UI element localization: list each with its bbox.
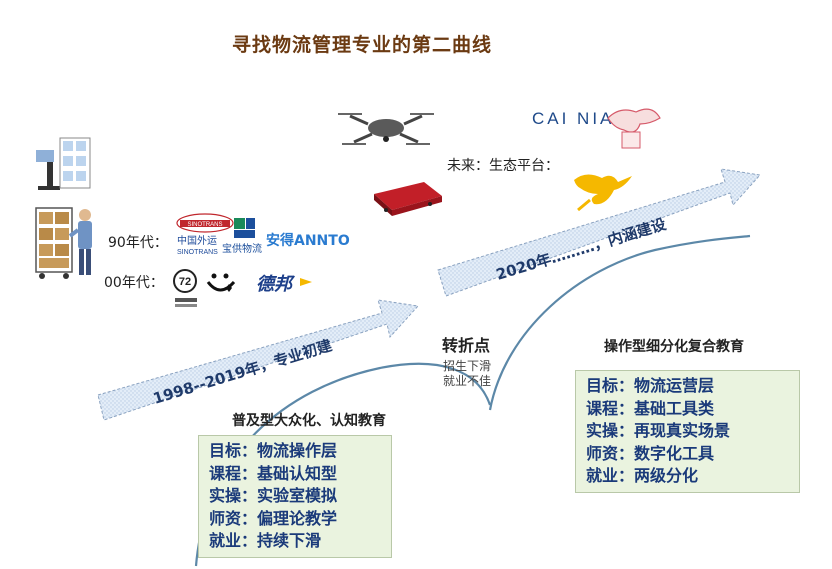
drone-icon bbox=[338, 113, 434, 145]
kangaroo-icon bbox=[574, 174, 632, 212]
info-row: 实操：实验室模拟 bbox=[209, 486, 338, 505]
first-stage-arrow bbox=[97, 299, 419, 421]
depon-logo: 德邦 bbox=[256, 274, 312, 295]
info-row: 课程：基础工具类 bbox=[586, 398, 715, 418]
cainiao-logo: CAI NIAO bbox=[532, 109, 631, 128]
svg-text:宝供物流: 宝供物流 bbox=[222, 242, 262, 255]
right-box-heading: 操作型细分化复合教育 bbox=[604, 339, 744, 355]
second-stage-arrow bbox=[437, 168, 761, 297]
second-curve bbox=[488, 234, 751, 411]
left-box-heading: 普及型大众化、认知教育 bbox=[232, 413, 386, 429]
info-row: 就业：持续下滑 bbox=[209, 531, 322, 550]
baogong-logo: 宝供物流 bbox=[222, 218, 262, 255]
warehouse-shelf-icon bbox=[36, 137, 91, 190]
svg-text:德邦: 德邦 bbox=[256, 274, 295, 295]
info-row: 课程：基础认知型 bbox=[209, 463, 338, 483]
svg-text:SINOTRANS: SINOTRANS bbox=[177, 249, 218, 256]
info-row: 目标：物流运营层 bbox=[586, 376, 715, 395]
agv-robot-icon bbox=[374, 182, 442, 216]
turning-point-note: 招生下滑 就业不佳 bbox=[443, 359, 491, 389]
page-title: 寻找物流管理专业的第二曲线 bbox=[232, 34, 493, 56]
left-info-box: 目标：物流操作层 课程：基础认知型 实操：实验室模拟 师资：偏理论教学 就业：持… bbox=[198, 435, 392, 558]
info-row: 目标：物流操作层 bbox=[209, 441, 338, 460]
era-label-90s: 90年代： bbox=[108, 235, 168, 251]
turning-point-title: 转折点 bbox=[442, 336, 491, 355]
info-row: 师资：数字化工具 bbox=[586, 443, 715, 463]
info-row: 实操：再现真实场景 bbox=[586, 421, 731, 440]
svg-text:安得ANNTO: 安得ANNTO bbox=[266, 232, 350, 249]
info-row: 就业：两级分化 bbox=[586, 466, 699, 485]
express-logo: 72 bbox=[173, 269, 197, 307]
turning-point-note-line: 招生下滑 bbox=[443, 359, 492, 373]
future-label: 未来：生态平台： bbox=[447, 158, 559, 174]
info-row: 师资：偏理论教学 bbox=[209, 508, 338, 528]
svg-text:中国外运: 中国外运 bbox=[177, 234, 217, 247]
right-info-box: 目标：物流运营层 课程：基础工具类 实操：再现真实场景 师资：数字化工具 就业：… bbox=[575, 370, 800, 493]
turning-point-note-line: 就业不佳 bbox=[443, 374, 492, 388]
smile-logo bbox=[206, 273, 236, 292]
annto-logo: 安得ANNTO bbox=[266, 232, 350, 249]
svg-text:SINOTRANS: SINOTRANS bbox=[187, 222, 222, 228]
svg-text:72: 72 bbox=[179, 276, 191, 288]
era-label-00s: 00年代： bbox=[104, 275, 164, 291]
courier-cart-icon bbox=[35, 207, 92, 279]
svg-text:CAI NIAO: CAI NIAO bbox=[532, 109, 631, 128]
sinotrans-logo: SINOTRANS 中国外运 SINOTRANS bbox=[176, 213, 234, 256]
cainiao-bird-icon bbox=[607, 108, 661, 149]
